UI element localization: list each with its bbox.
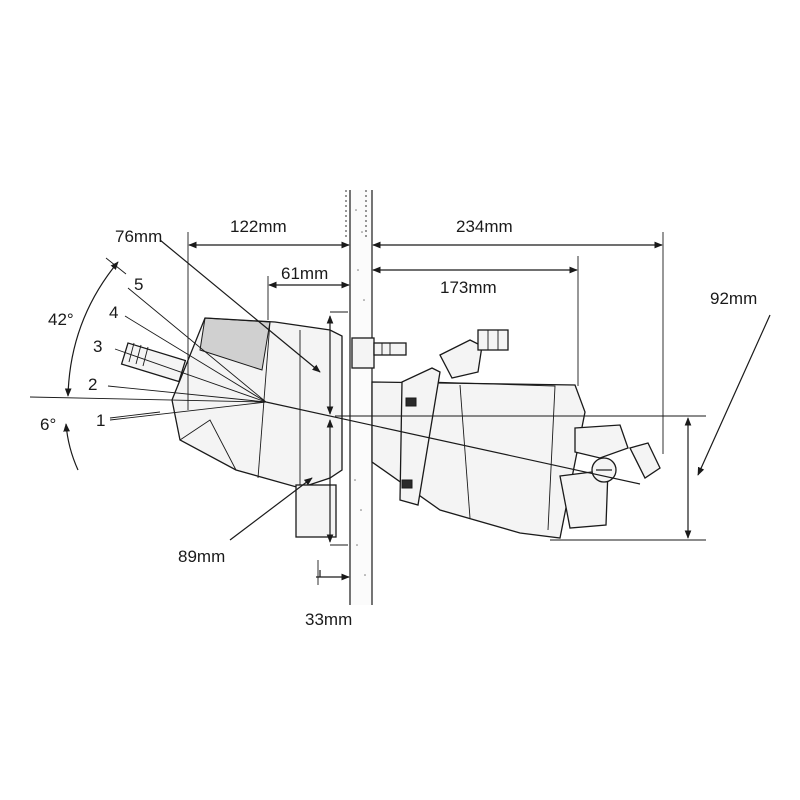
- dimension-lines: [187, 232, 706, 585]
- dim-33-label: 33mm: [305, 610, 352, 629]
- dim-173-label: 173mm: [440, 278, 497, 297]
- dim-122-label: 122mm: [230, 217, 287, 236]
- dim-234-label: 234mm: [456, 217, 513, 236]
- angle-rays: [29, 257, 641, 485]
- dim-92-label: 92mm: [710, 289, 757, 308]
- dim-89-label: 89mm: [178, 547, 225, 566]
- dim-61-label: 61mm: [281, 264, 328, 283]
- position-3-label: 3: [93, 337, 102, 356]
- position-1-label: 1: [96, 411, 105, 430]
- angle-6-label: 6°: [40, 415, 56, 434]
- helm-body: [371, 329, 661, 539]
- angle-42-label: 42°: [48, 310, 74, 329]
- position-2-label: 2: [88, 375, 97, 394]
- dim-76-label: 76mm: [115, 227, 162, 246]
- dashboard-panel: [345, 190, 373, 605]
- leader-lines: [109, 239, 771, 541]
- position-4-label: 4: [109, 303, 118, 322]
- position-5-label: 5: [134, 275, 143, 294]
